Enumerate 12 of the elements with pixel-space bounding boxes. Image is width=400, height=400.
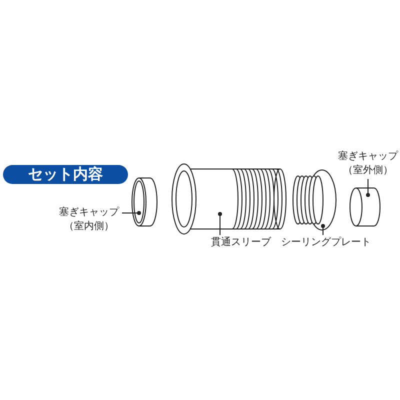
part-label: 塞ぎキャップ（室内側）	[58, 206, 120, 234]
leader-line	[366, 178, 370, 197]
part-label: 塞ぎキャップ（室外側）	[337, 150, 399, 178]
section-banner: セット内容	[3, 165, 128, 184]
leader-line	[321, 224, 325, 236]
part-label: シーリングプレート	[278, 236, 374, 251]
leader-line	[218, 212, 222, 236]
part-label: 貫通スリーブ	[205, 236, 277, 251]
picture	[170, 162, 286, 236]
picture	[348, 186, 382, 228]
leader-line	[122, 211, 141, 215]
picture	[130, 176, 158, 228]
